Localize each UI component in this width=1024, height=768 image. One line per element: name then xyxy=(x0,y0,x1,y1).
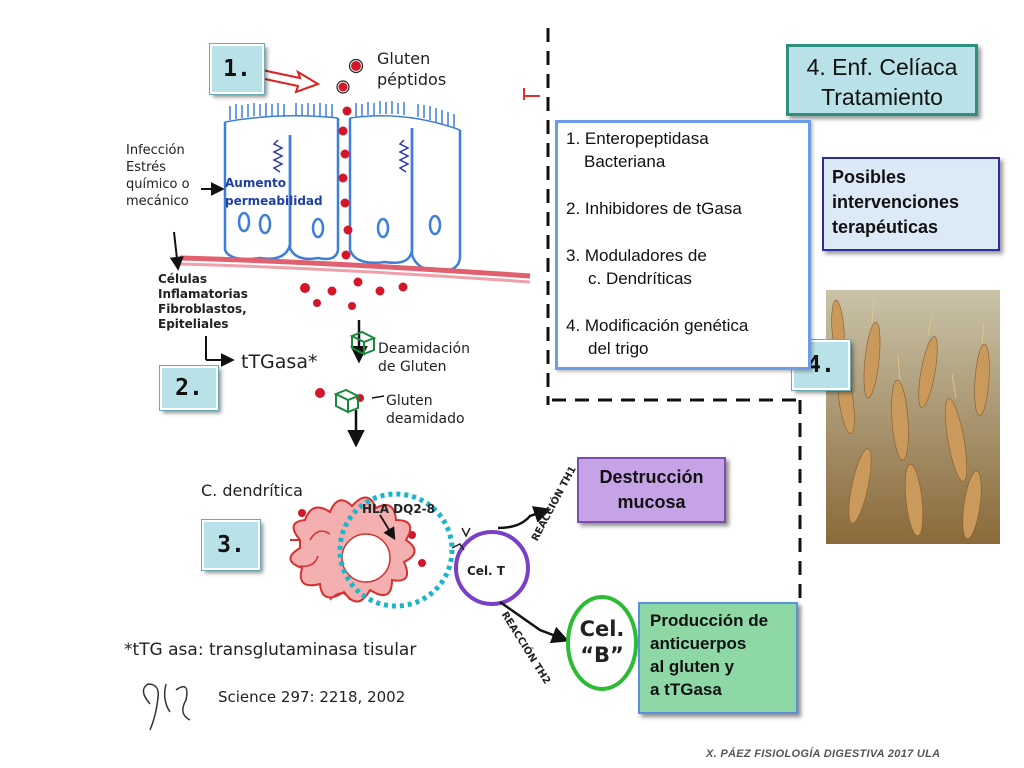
step-4-label: 4. xyxy=(807,352,835,378)
title-box: 4. Enf. Celíaca Tratamiento xyxy=(786,44,978,116)
tight-junction xyxy=(272,139,284,173)
interventions-line-1: Posibles xyxy=(832,167,907,187)
citation: Science 297: 2218, 2002 xyxy=(218,688,406,706)
deamidated-gluten-label: Gluten deamidado xyxy=(386,392,465,428)
hla-ring xyxy=(337,491,455,609)
signature-scribble xyxy=(142,683,191,731)
cel-b-text-2: “B” xyxy=(580,643,624,667)
deamidacion-text: Deamidación xyxy=(378,341,470,357)
epiteliales-text: Epiteliales xyxy=(158,317,229,331)
therapy-4b: del trigo xyxy=(588,339,649,358)
t-cell-label: Cel. T xyxy=(467,564,505,578)
step-2-label: 2. xyxy=(175,375,203,401)
production-line-1: Producción de xyxy=(650,611,769,630)
interventions-box: Posibles intervenciones terapéuticas xyxy=(822,157,1000,251)
fibroblastos-text: Fibroblastos, xyxy=(158,302,247,316)
step-3-label: 3. xyxy=(217,532,245,558)
step-1-box: 1. xyxy=(210,44,264,94)
therapy-1b: Bacteriana xyxy=(584,152,666,171)
wheat-photo xyxy=(826,290,1000,544)
footer-credit: X. PÁEZ FISIOLOGÍA DIGESTIVA 2017 ULA xyxy=(706,748,941,760)
b-cell xyxy=(566,595,638,691)
step-2-box: 2. xyxy=(160,366,218,410)
peptidos-label: péptidos xyxy=(377,70,447,89)
tight-junction xyxy=(398,139,410,173)
aumento-text: Aumento xyxy=(225,176,286,190)
therapy-4a: 4. Modificación genética xyxy=(566,316,749,335)
celulas-text: Células xyxy=(158,272,207,286)
therapy-3a: 3. Moduladores de xyxy=(566,246,707,265)
production-line-3: al gluten y xyxy=(650,657,735,676)
therapy-1a: 1. Enteropeptidasa xyxy=(566,129,709,148)
infection-label: Infección Estrés químico o mecánico xyxy=(126,142,190,210)
interventions-line-2: intervenciones xyxy=(832,192,960,212)
permeability-label: Aumento permeabilidad xyxy=(225,174,323,210)
therapy-3b: c. Dendríticas xyxy=(588,269,692,288)
permeabilidad-text: permeabilidad xyxy=(225,194,323,208)
inflamatorias-text: Inflamatorias xyxy=(158,287,248,301)
arrow-th1 xyxy=(497,506,552,530)
gluten-deam-text: Gluten xyxy=(386,393,433,409)
cel-b-text-1: Cel. xyxy=(579,617,625,641)
basement-membrane xyxy=(179,255,531,279)
quimico-text: químico o xyxy=(126,177,190,192)
arrow-down-cells xyxy=(169,231,184,271)
production-box: Producción de anticuerpos al gluten y a … xyxy=(638,602,798,714)
hla-label: HLA DQ2-8 xyxy=(362,502,435,516)
b-cell-label: Cel. “B” xyxy=(572,616,632,668)
dendritic-cell xyxy=(289,496,416,603)
de-gluten-text: de Gluten xyxy=(378,359,447,375)
interventions-line-3: terapéuticas xyxy=(832,217,939,237)
dendritic-cell-label: C. dendrítica xyxy=(201,481,303,500)
t-cell xyxy=(454,530,530,606)
production-line-4: a tTGasa xyxy=(650,680,722,699)
gluten-label: Gluten xyxy=(377,49,431,68)
therapies-box: 1. Enteropeptidasa Bacteriana 2. Inhibid… xyxy=(555,120,811,370)
gluten-peptides xyxy=(298,61,426,567)
step-3-box: 3. xyxy=(202,520,260,570)
title-line-1: 4. Enf. Celíaca xyxy=(806,54,958,80)
therapy-2: 2. Inhibidores de tGasa xyxy=(566,199,742,218)
destruction-line-2: mucosa xyxy=(617,492,686,512)
step1-arrow xyxy=(258,68,321,94)
inflammatory-cells-label: Células Inflamatorias Fibroblastos, Epit… xyxy=(158,272,248,332)
title-line-2: Tratamiento xyxy=(821,84,943,110)
deamidation-label: Deamidación de Gluten xyxy=(378,340,470,376)
mecanico-text: mecánico xyxy=(126,194,189,209)
deamidado-text: deamidado xyxy=(386,411,465,427)
epithelial-cells xyxy=(223,101,462,272)
destruction-line-1: Destrucción xyxy=(599,467,704,487)
production-line-2: anticuerpos xyxy=(650,634,747,653)
arrow-th2 xyxy=(499,600,570,644)
ttgasa-label: tTGasa* xyxy=(241,351,318,373)
estres-text: Estrés xyxy=(126,160,166,175)
destruction-box: Destrucción mucosa xyxy=(577,457,726,523)
step-1-label: 1. xyxy=(223,56,251,82)
footnote: *tTG asa: transglutaminasa tisular xyxy=(124,640,417,660)
gluten-peptides-label: Gluten péptidos xyxy=(377,48,446,90)
infeccion-text: Infección xyxy=(126,143,185,158)
